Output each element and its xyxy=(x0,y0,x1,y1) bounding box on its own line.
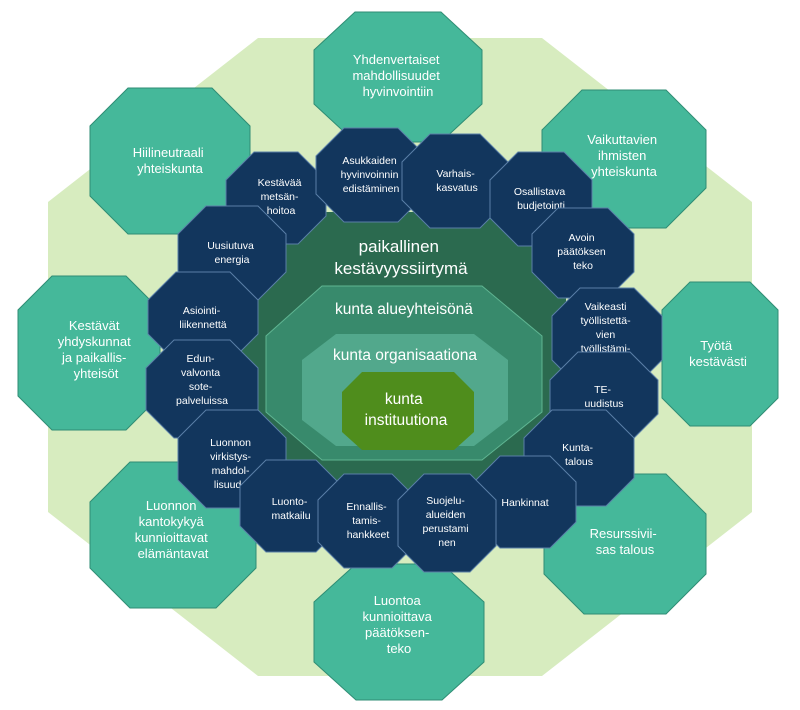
inner-action-suojelualueiden-perustaminen: Suojelu- alueiden perustami nen xyxy=(397,473,497,573)
layer-organisaatio-label: kunta organisaationa xyxy=(333,347,477,364)
inner-action-luontomatkailu: Luonto- matkailu xyxy=(239,459,343,553)
layer-alueyhteiso-label: kunta alueyhteisönä xyxy=(335,301,473,318)
outer-theme-luontoa-kunnioittava: Luontoa kunnioittava päätöksen- teko xyxy=(313,563,485,701)
outer-theme-resurssiviisas: Resurssivii- sas talous xyxy=(543,473,707,615)
outer-theme-yhdenvertaiset: Yhdenvertaiset mahdollisuudet hyvinvoint… xyxy=(313,11,483,143)
outer-theme-tyota: Työtä kestävästi xyxy=(661,281,779,427)
svg-text:Edun- valvonta: Edun- valvonta sote- palveluissa xyxy=(176,353,228,407)
svg-text:Luonto- matkailu: Luonto- matkailu xyxy=(271,496,310,522)
inner-action-ennallistamishankkeet: Ennallis- tamis- hankkeet xyxy=(317,473,419,569)
svg-text:Varhais- kasvatus: Varhais- kasvatus xyxy=(436,168,477,194)
outer-themes: Yhdenvertaiset mahdollisuudet hyvinvoint… xyxy=(17,11,779,701)
layer-kunta-instituutiona xyxy=(342,372,474,450)
svg-text:Kestävää metsän-: Kestävää metsän- hoitoa xyxy=(258,177,305,217)
svg-text:Asiointi- liikennett: Asiointi- liikennettä xyxy=(179,305,226,331)
svg-text:Suojelu- alueiden: Suojelu- alueiden perustami nen xyxy=(422,495,471,549)
svg-text:Työtä kestävästi: Työtä kestävästi xyxy=(689,338,747,369)
inner-actions: Kestävää metsän- hoitoa Asukkaiden hyvin… xyxy=(145,127,663,573)
svg-text:TE- uudistus: TE- uudistus xyxy=(584,384,623,410)
outer-theme-kestavat-yhdyskunnat: Kestävät yhdyskunnat ja paikallis- yhtei… xyxy=(17,275,161,431)
svg-text:Resurssivii- sas tal: Resurssivii- sas talous xyxy=(590,526,661,557)
svg-text:Avoin päätöksen: Avoin päätöksen teko xyxy=(557,232,608,272)
inner-action-avoin-paatoksenteko: Avoin päätöksen teko xyxy=(531,207,635,299)
svg-text:Kunta- talous: Kunta- talous xyxy=(562,442,596,468)
svg-text:Hiilineutraali yhtei: Hiilineutraali yhteiskunta xyxy=(133,145,207,176)
svg-text:Kestävät yhdyskunnat: Kestävät yhdyskunnat ja paikallis- yhtei… xyxy=(58,318,135,381)
svg-text:Luontoa kunnioittava: Luontoa kunnioittava päätöksen- teko xyxy=(362,593,435,656)
svg-text:Yhdenvertaiset mahdo: Yhdenvertaiset mahdollisuudet hyvinvoint… xyxy=(352,52,443,99)
svg-text:Uusiutuva energia: Uusiutuva energia xyxy=(207,240,257,266)
svg-text:Luonnon kantokykyä: Luonnon kantokykyä kunnioittavat elämänt… xyxy=(135,498,212,561)
svg-text:Asukkaiden hyvinvoin: Asukkaiden hyvinvoinnin edistäminen xyxy=(341,155,402,195)
layer-instituutio-label: kunta instituutiona xyxy=(365,391,448,429)
svg-text:Osallistava budjetoi: Osallistava budjetointi xyxy=(514,186,568,212)
svg-text:Ennallis- tamis-: Ennallis- tamis- hankkeet xyxy=(346,501,389,541)
inner-action-asukkaiden-hyvinvointi: Asukkaiden hyvinvoinnin edistäminen xyxy=(315,127,427,223)
core-layers: paikallinen kestävyyssiirtymä kunta alue… xyxy=(236,212,566,492)
svg-text:Vaikuttavien ihmiste: Vaikuttavien ihmisten yhteiskunta xyxy=(587,132,660,179)
svg-text:Hankinnat: Hankinnat xyxy=(501,497,548,509)
inner-action-varhaiskasvatus: Varhais- kasvatus xyxy=(401,133,509,229)
layer-paikallinen-label: paikallinen kestävyyssiirtymä xyxy=(334,237,468,278)
